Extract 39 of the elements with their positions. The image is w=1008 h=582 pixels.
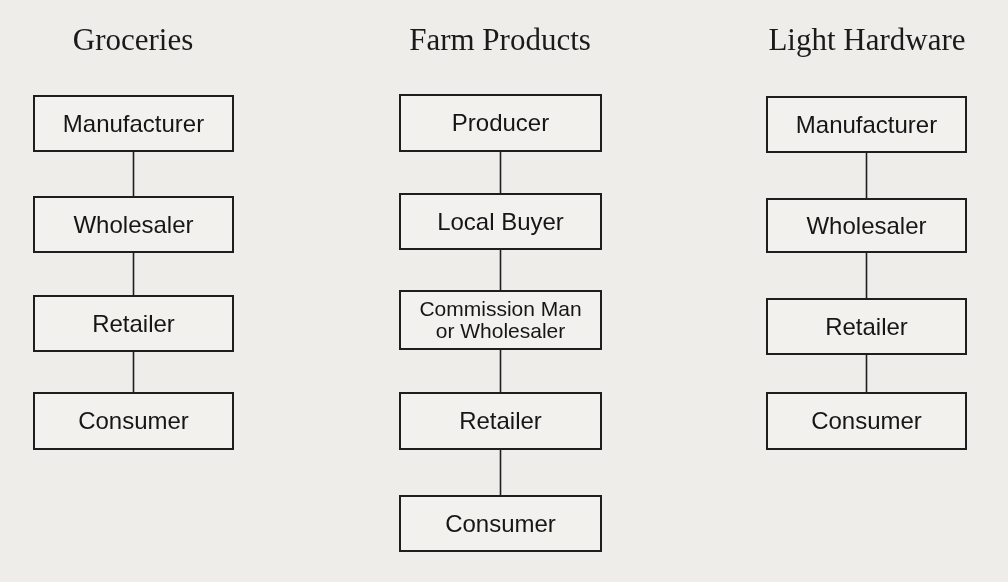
connector-line: [499, 249, 502, 291]
connector-line: [499, 151, 502, 194]
box-label: Retailer: [459, 408, 542, 434]
box-label: Wholesaler: [73, 211, 194, 238]
column-heading: Light Hardware: [768, 22, 966, 58]
process-box: [33, 392, 234, 450]
column-heading: Farm Products: [409, 22, 591, 58]
process-box: [766, 198, 967, 253]
box-label: Consumer: [811, 408, 922, 434]
box-label: Consumer: [445, 510, 556, 537]
box-label: Retailer: [92, 310, 175, 337]
process-box: [399, 193, 602, 250]
box-label: Manufacturer: [795, 111, 938, 138]
box-label: Producer: [451, 110, 550, 136]
box-label: Manufacturer: [62, 110, 205, 137]
column-heading: Groceries: [72, 22, 194, 58]
connector-line: [132, 151, 135, 197]
connector-line: [865, 354, 868, 393]
box-label: Local Buyer: [437, 208, 564, 235]
connector-line: [132, 351, 135, 393]
connector-line: [499, 349, 502, 393]
box-label: Wholesaler: [806, 212, 927, 239]
process-box: [766, 96, 967, 153]
process-box: [399, 94, 602, 152]
process-box: [399, 495, 602, 552]
process-box: [399, 392, 602, 450]
process-box: [766, 298, 967, 355]
process-box: [399, 290, 602, 350]
process-box: [33, 196, 234, 253]
connector-line: [499, 449, 502, 496]
connector-line: [132, 252, 135, 296]
connector-line: [865, 152, 868, 199]
box-label: Commission Man or Wholesaler: [418, 297, 583, 343]
box-label: Retailer: [825, 313, 908, 340]
process-box: [33, 295, 234, 352]
process-box: [766, 392, 967, 450]
box-label: Consumer: [78, 408, 189, 434]
connector-line: [865, 252, 868, 299]
process-box: [33, 95, 234, 152]
